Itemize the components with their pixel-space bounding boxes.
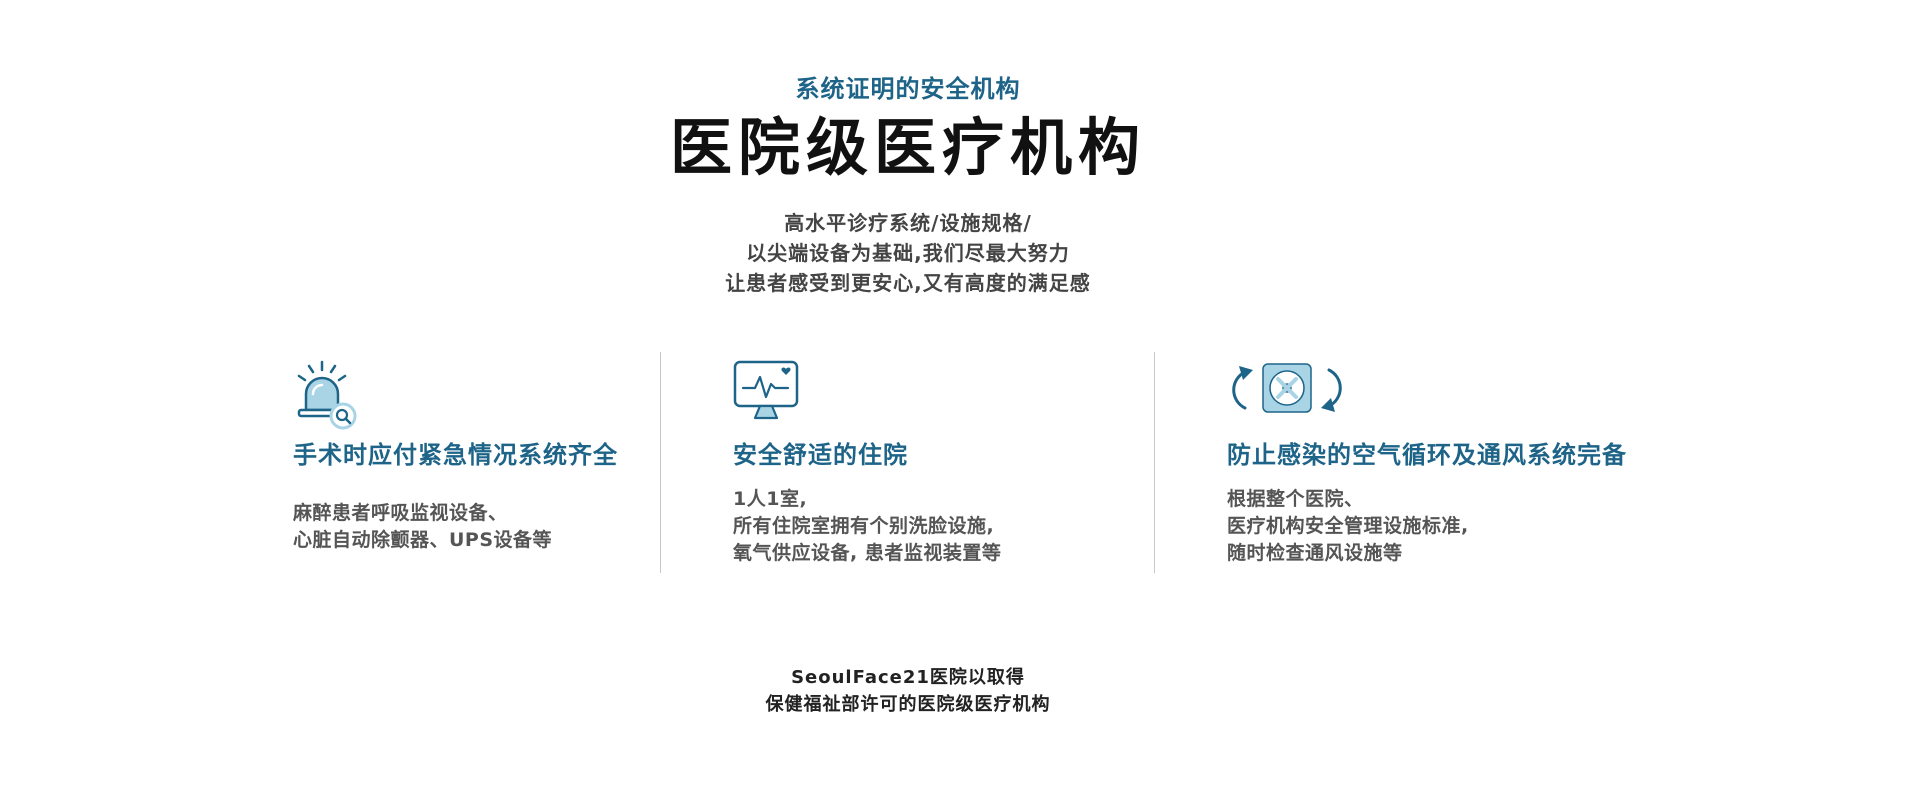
intro-line: 让患者感受到更安心,又有高度的满足感 (725, 271, 1091, 295)
intro-line: 以尖端设备为基础,我们尽最大努力 (746, 241, 1070, 265)
feature-title: 防止感染的空气循环及通风系统完备 (1227, 441, 1627, 469)
feature-description-line: 心脏自动除颤器、UPS设备等 (293, 529, 553, 551)
feature-description-line: 所有住院室拥有个别洗脸设施, (733, 515, 995, 537)
alarm-siren-icon (293, 360, 359, 436)
feature-title: 安全舒适的住院 (733, 441, 908, 469)
intro-line: 高水平诊疗系统/设施规格/ (784, 211, 1032, 235)
eyebrow-text: 系统证明的安全机构 (795, 75, 1021, 103)
feature-emergency: 手术时应付紧急情况系统齐全 麻醉患者呼吸监视设备、 心脏自动除颤器、UPS设备等 (293, 352, 653, 577)
feature-description-line: 麻醉患者呼吸监视设备、 (293, 502, 508, 524)
accreditation-line: 保健福祉部许可的医院级医疗机构 (765, 694, 1051, 715)
feature-description-line: 随时检查通风设施等 (1227, 542, 1403, 564)
column-divider (660, 352, 661, 573)
page-title: 医院级医疗机构 (669, 111, 1146, 184)
feature-ventilation: 防止感染的空气循环及通风系统完备 根据整个医院、 医疗机构安全管理设施标准, 随… (1227, 352, 1667, 577)
heart-monitor-icon (733, 360, 803, 428)
accreditation-note: SeoulFace21医院以取得 保健福祉部许可的医院级医疗机构 (0, 664, 1816, 718)
accreditation-line: SeoulFace21医院以取得 (791, 667, 1025, 688)
feature-description: 1人1室, 所有住院室拥有个别洗脸设施, 氧气供应设备, 患者监视装置等 (733, 486, 1001, 567)
feature-description: 根据整个医院、 医疗机构安全管理设施标准, 随时检查通风设施等 (1227, 486, 1469, 567)
column-divider (1154, 352, 1155, 573)
feature-description-line: 医疗机构安全管理设施标准, (1227, 515, 1469, 537)
features-section: 手术时应付紧急情况系统齐全 麻醉患者呼吸监视设备、 心脏自动除颤器、UPS设备等… (0, 352, 1920, 577)
feature-description-line: 氧气供应设备, 患者监视装置等 (733, 542, 1002, 564)
feature-description: 麻醉患者呼吸监视设备、 心脏自动除颤器、UPS设备等 (293, 500, 552, 554)
feature-description-line: 1人1室, (733, 488, 808, 510)
feature-title: 手术时应付紧急情况系统齐全 (293, 441, 618, 469)
ventilation-fan-icon (1227, 360, 1347, 420)
feature-inpatient: 安全舒适的住院 1人1室, 所有住院室拥有个别洗脸设施, 氧气供应设备, 患者监… (733, 352, 1133, 577)
hero-header: 系统证明的安全机构 医院级医疗机构 高水平诊疗系统/设施规格/ 以尖端设备为基础… (0, 72, 1816, 298)
feature-description-line: 根据整个医院、 (1227, 488, 1364, 510)
intro-text: 高水平诊疗系统/设施规格/ 以尖端设备为基础,我们尽最大努力 让患者感受到更安心… (0, 208, 1816, 298)
